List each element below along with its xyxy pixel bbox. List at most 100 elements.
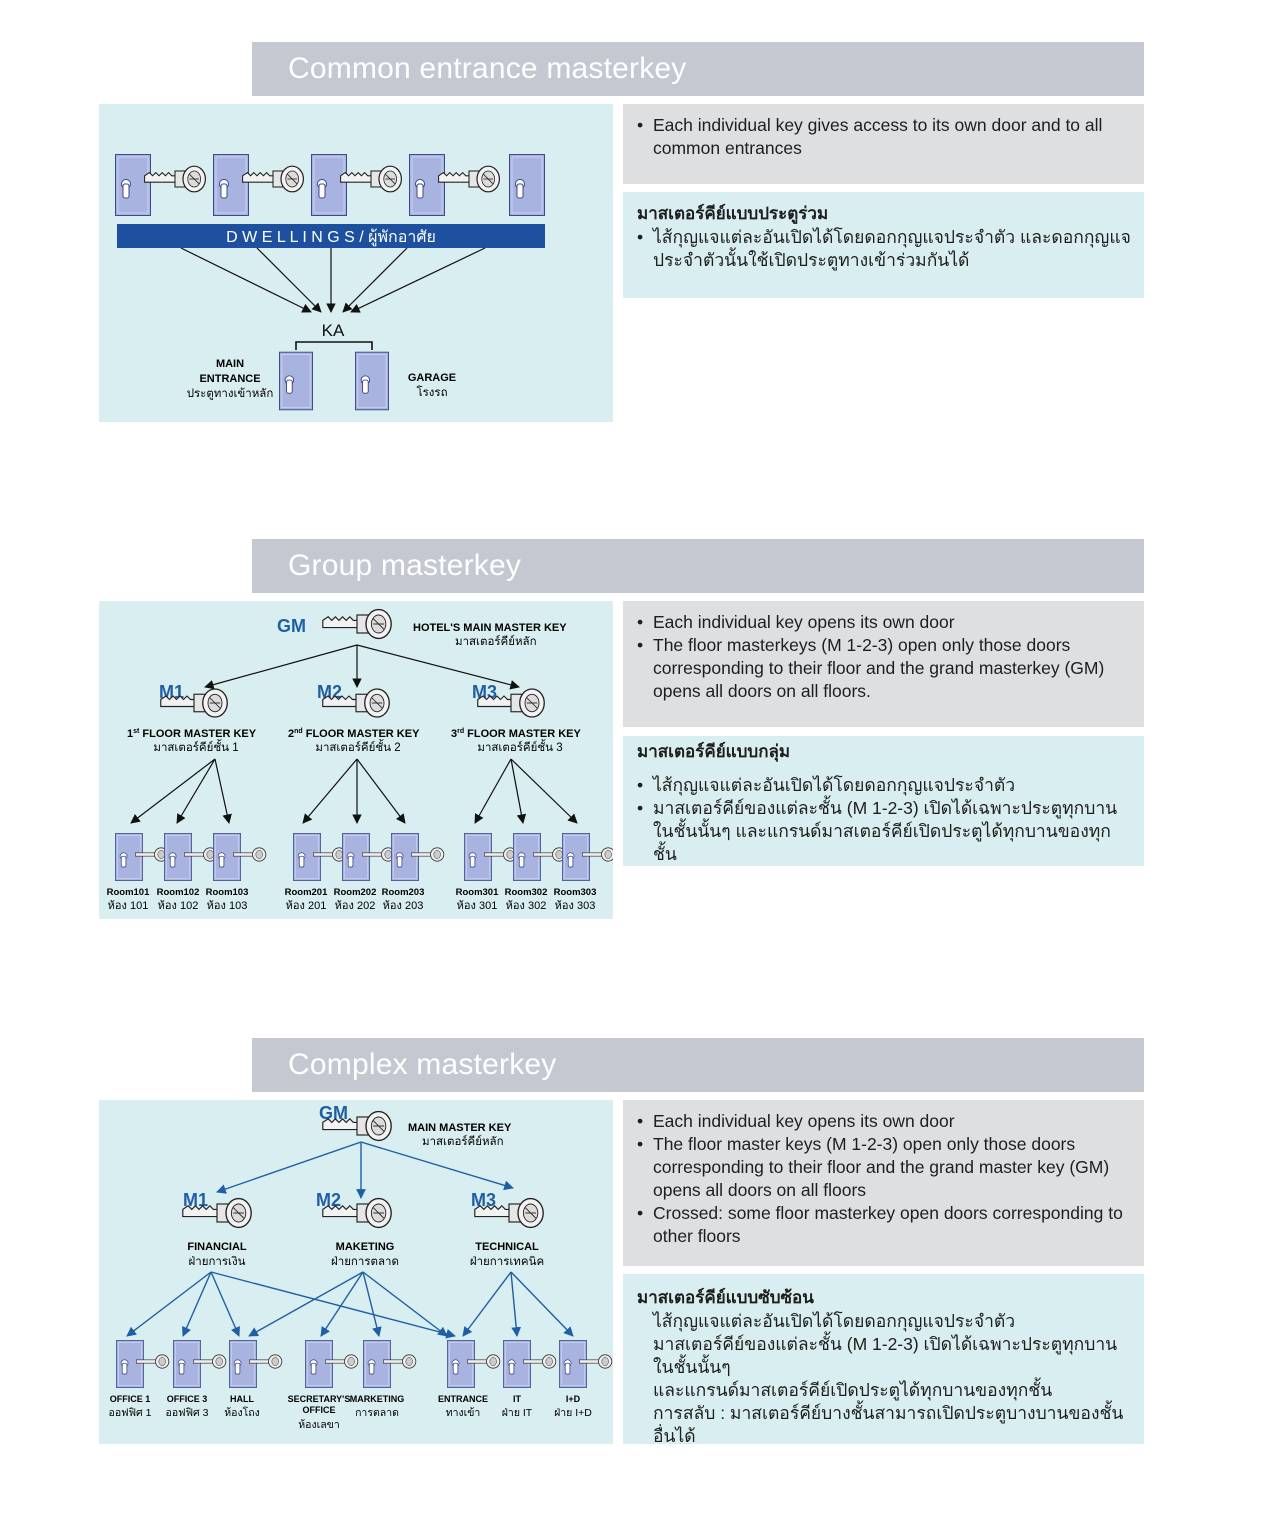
m2-label: M2 bbox=[316, 1190, 341, 1210]
section-title: Complex masterkey bbox=[288, 1048, 557, 1081]
main-entrance-label: ENTRANCE bbox=[199, 373, 260, 385]
thai-title: มาสเตอร์คีย์แบบกลุ่ม bbox=[637, 742, 791, 761]
room-label-th: ห้อง 202 bbox=[335, 900, 376, 912]
door-label: IT bbox=[513, 1394, 522, 1404]
department-doors bbox=[116, 1340, 613, 1388]
gm-label: GM bbox=[277, 616, 306, 636]
room-label-th: ห้อง 201 bbox=[286, 900, 327, 912]
door-label-th: ออฟฟิศ 3 bbox=[166, 1407, 209, 1419]
gm-desc-th: มาสเตอร์คีย์หลัก bbox=[455, 634, 537, 648]
thai-description: มาสเตอร์คีย์แบบกลุ่ม ไส้กุญแจแต่ละอันเปิ… bbox=[623, 736, 1144, 866]
description-bullet: The floor master keys (M 1-2-3) open onl… bbox=[623, 1133, 1132, 1202]
floor-ordinal: 3 bbox=[451, 728, 457, 740]
dwelling-door bbox=[409, 154, 445, 216]
floor-master-key-th: มาสเตอร์คีย์ชั้น 3 bbox=[477, 739, 562, 754]
room-label: Room201 bbox=[285, 887, 328, 898]
group-name: FINANCIAL bbox=[187, 1241, 247, 1253]
thai-title: มาสเตอร์คีย์แบบประตูร่วม bbox=[637, 204, 829, 223]
door-label-th: ทางเข้า bbox=[446, 1407, 481, 1419]
room-label-th: ห้อง 303 bbox=[555, 900, 596, 912]
floor-ordinal: 2 bbox=[288, 728, 294, 740]
department-door bbox=[116, 1340, 144, 1388]
description-bullet: The floor masterkeys (M 1-2-3) open only… bbox=[623, 634, 1132, 703]
room-label-th: ห้อง 302 bbox=[506, 900, 547, 912]
group-name-th: ฝ่ายการเงิน bbox=[189, 1255, 246, 1268]
description-bullet: มาสเตอร์คีย์ของแต่ละชั้น (M 1-2-3) เปิดไ… bbox=[623, 797, 1132, 866]
room-label-th: ห้อง 102 bbox=[158, 900, 199, 912]
door-label-th: ออฟฟิศ 1 bbox=[109, 1407, 152, 1419]
room-label: Room302 bbox=[505, 887, 548, 898]
department-door bbox=[229, 1340, 257, 1388]
description-bullet: ไส้กุญแจแต่ละอันเปิดได้โดยดอกกุญแจประจำต… bbox=[623, 226, 1132, 272]
description-line: การสลับ : มาสเตอร์คีย์บางชั้นสามารถเปิดป… bbox=[653, 1403, 1124, 1446]
section-common-entrance: Common entrance masterkey D W E L L I N … bbox=[0, 42, 1275, 442]
room-door bbox=[115, 833, 143, 881]
door-label: OFFICE 1 bbox=[110, 1394, 151, 1404]
description-line: และแกรนด์มาสเตอร์คีย์เปิดประตูได้ทุกบานข… bbox=[653, 1380, 1053, 1400]
door-label-th: ห้องโถง bbox=[224, 1406, 259, 1419]
group-name-th: ฝ่ายการตลาด bbox=[331, 1256, 399, 1268]
section-header: Complex masterkey bbox=[252, 1038, 1144, 1092]
description-bullet: Each individual key opens its own door bbox=[623, 611, 1132, 634]
floor-ordinal-sup: rd bbox=[457, 728, 464, 735]
floor-master-key-label: FLOOR MASTER KEY bbox=[303, 728, 420, 740]
floor-master-key-label: FLOOR MASTER KEY bbox=[464, 728, 581, 740]
room-door bbox=[464, 833, 492, 881]
group-name: MAKETING bbox=[336, 1241, 395, 1253]
section-header: Common entrance masterkey bbox=[252, 42, 1144, 96]
description-bullet: Each individual key opens its own door bbox=[623, 1110, 1132, 1133]
dwellings-bar bbox=[117, 224, 545, 248]
door-label: HALL bbox=[230, 1394, 254, 1404]
section-header: Group masterkey bbox=[252, 539, 1144, 593]
room-label: Room301 bbox=[456, 887, 499, 898]
door-label: OFFICE bbox=[303, 1405, 336, 1415]
room-door bbox=[164, 833, 192, 881]
gm-desc: HOTEL'S MAIN MASTER KEY bbox=[413, 622, 567, 634]
svg-text:3rd FLOOR MASTER KEY: 3rd FLOOR MASTER KEY bbox=[451, 728, 582, 740]
section-title: Common entrance masterkey bbox=[288, 52, 687, 85]
room-door bbox=[213, 833, 241, 881]
floor-ordinal-sup: nd bbox=[294, 728, 303, 735]
department-door bbox=[173, 1340, 201, 1388]
door-label: SECRETARY'S bbox=[288, 1394, 351, 1404]
description-line: ไส้กุญแจแต่ละอันเปิดได้โดยดอกกุญแจประจำต… bbox=[653, 1311, 1016, 1331]
garage-door bbox=[355, 351, 389, 411]
english-description: Each individual key opens its own door T… bbox=[623, 601, 1144, 727]
english-description: Each individual key gives access to its … bbox=[623, 104, 1144, 184]
dwelling-door bbox=[115, 154, 151, 216]
section-title: Group masterkey bbox=[288, 549, 522, 582]
room-door bbox=[293, 833, 321, 881]
description-line: มาสเตอร์คีย์ของแต่ละชั้น (M 1-2-3) เปิดไ… bbox=[653, 1334, 1118, 1377]
group-name-th: ฝ่ายการเทคนิค bbox=[470, 1255, 544, 1268]
door-label-th: ห้องเลขา bbox=[298, 1419, 339, 1431]
room-doors bbox=[115, 833, 613, 881]
floor-ordinal-sup: st bbox=[133, 728, 140, 735]
thai-description: มาสเตอร์คีย์แบบประตูร่วม ไส้กุญแจแต่ละอั… bbox=[623, 192, 1144, 298]
garage-th: โรงรถ bbox=[416, 385, 447, 399]
room-label: Room101 bbox=[107, 887, 150, 898]
description-bullet: ไส้กุญแจแต่ละอันเปิดได้โดยดอกกุญแจประจำต… bbox=[623, 774, 1132, 797]
complex-masterkey-diagram: GM MAIN MASTER KEY มาสเตอร์คีย์หลัก M1 M… bbox=[99, 1100, 613, 1444]
department-door bbox=[559, 1340, 587, 1388]
room-label: Room103 bbox=[206, 887, 249, 898]
room-label: Room102 bbox=[157, 887, 200, 898]
dwelling-door bbox=[509, 154, 545, 216]
room-door bbox=[562, 833, 590, 881]
door-label-th: ฝ่าย IT bbox=[502, 1407, 533, 1419]
dwelling-door bbox=[213, 154, 249, 216]
room-label-th: ห้อง 101 bbox=[108, 900, 149, 912]
floor-master-key-label: FLOOR MASTER KEY bbox=[139, 728, 256, 740]
room-door bbox=[513, 833, 541, 881]
key-icon bbox=[322, 608, 392, 640]
gm-label: GM bbox=[319, 1103, 348, 1123]
door-label: OFFICE 3 bbox=[167, 1394, 208, 1404]
svg-text:2nd FLOOR MASTER KEY: 2nd FLOOR MASTER KEY bbox=[288, 728, 420, 740]
door-label-th: การตลาด bbox=[355, 1407, 399, 1419]
room-label: Room203 bbox=[382, 887, 425, 898]
thai-description: มาสเตอร์คีย์แบบซับซ้อน ไส้กุญแจแต่ละอันเ… bbox=[623, 1274, 1144, 1446]
room-label: Room202 bbox=[334, 887, 377, 898]
group-masterkey-diagram: GM HOTEL'S MAIN MASTER KEY มาสเตอร์คีย์ห… bbox=[99, 601, 613, 919]
common-entrance-diagram: D W E L L I N G S / ผู้พักอาศัย KA MAIN … bbox=[99, 104, 613, 422]
section-complex-masterkey: Complex masterkey GM MAIN MASTER KEY มาส… bbox=[0, 1038, 1275, 1458]
section-group-masterkey: Group masterkey GM HOTEL'S MAIN MASTER K… bbox=[0, 539, 1275, 939]
